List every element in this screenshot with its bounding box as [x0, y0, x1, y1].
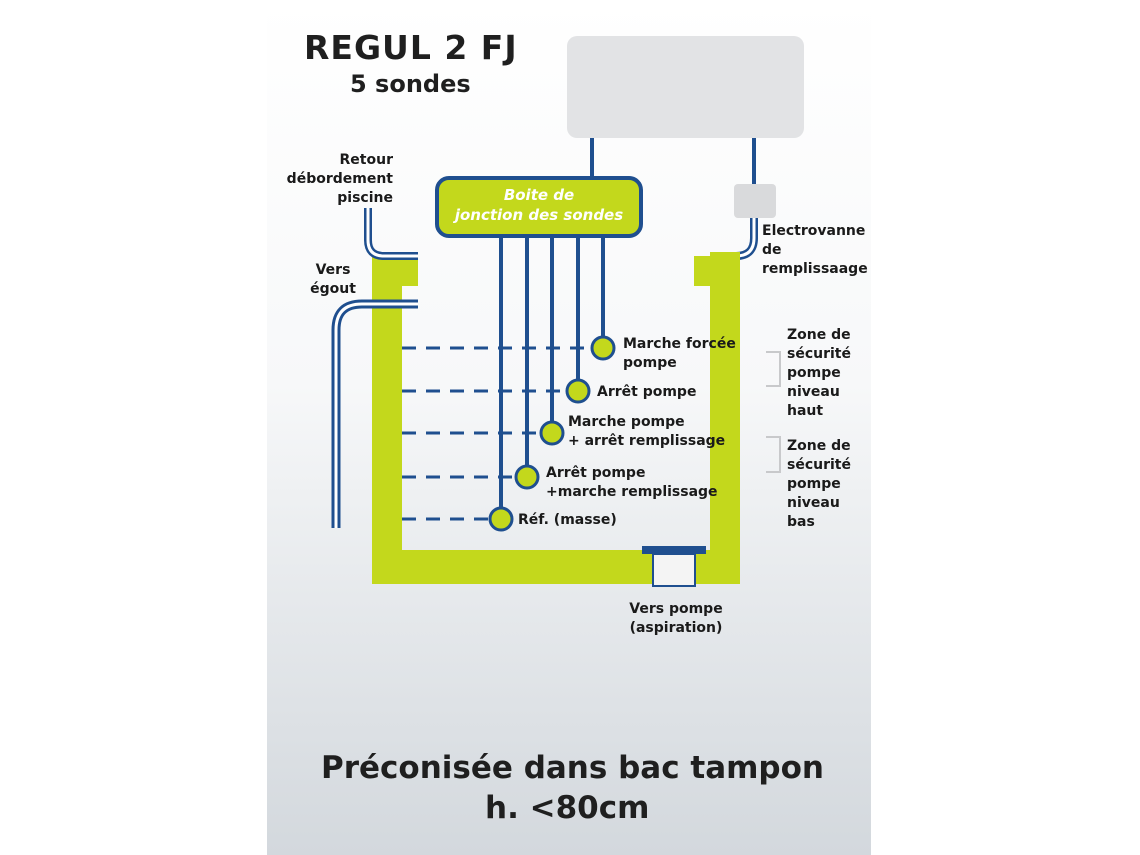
- zone-low-label: Zone de sécurité pompe niveau bas: [787, 438, 851, 530]
- drain-label: Vers égout: [310, 262, 356, 297]
- tank-right-wall: [710, 252, 740, 584]
- electrovalve-box: [734, 184, 776, 218]
- zone-low-bracket: [766, 436, 781, 473]
- fill-pipe: [710, 218, 758, 260]
- overflow-return-pipe: [364, 208, 418, 260]
- footer-line-2: h. <80cm: [485, 790, 650, 826]
- probe-label-2: Arrêt pompe: [597, 384, 697, 400]
- probe-tip-4: [514, 464, 540, 490]
- probe-tip-2: [565, 378, 591, 404]
- probe-label-4: Arrêt pompe +marche remplissage: [546, 465, 718, 500]
- junction-box: [435, 176, 643, 238]
- probe-label-5: Réf. (masse): [518, 512, 617, 528]
- level-lines: [402, 346, 592, 521]
- probe-tip-1: [590, 335, 616, 361]
- diagram-subtitle: 5 sondes: [350, 70, 471, 98]
- zone-high-label: Zone de sécurité pompe niveau haut: [787, 327, 851, 419]
- pump-outlet-label: Vers pompe (aspiration): [629, 601, 723, 636]
- pump-outlet: [652, 553, 696, 587]
- junction-box-label: Boite de jonction des sondes: [454, 186, 624, 224]
- probe-label-3: Marche pompe + arrêt remplissage: [568, 414, 726, 449]
- pump-outlet-flange: [642, 546, 706, 554]
- control-cabinet: [567, 36, 804, 138]
- diagram-background: [267, 0, 871, 855]
- probe-label-1: Marche forcée pompe: [623, 336, 736, 371]
- zone-high-bracket: [766, 351, 781, 387]
- footer-line-1: Préconisée dans bac tampon: [321, 750, 824, 786]
- diagram-title: REGUL 2 FJ: [304, 28, 518, 67]
- probe-tip-5: [488, 506, 514, 532]
- valve-label: Electrovanne de remplissaage: [762, 223, 868, 277]
- overflow-return-label: Retour débordement piscine: [286, 152, 393, 206]
- probe-tip-3: [539, 420, 565, 446]
